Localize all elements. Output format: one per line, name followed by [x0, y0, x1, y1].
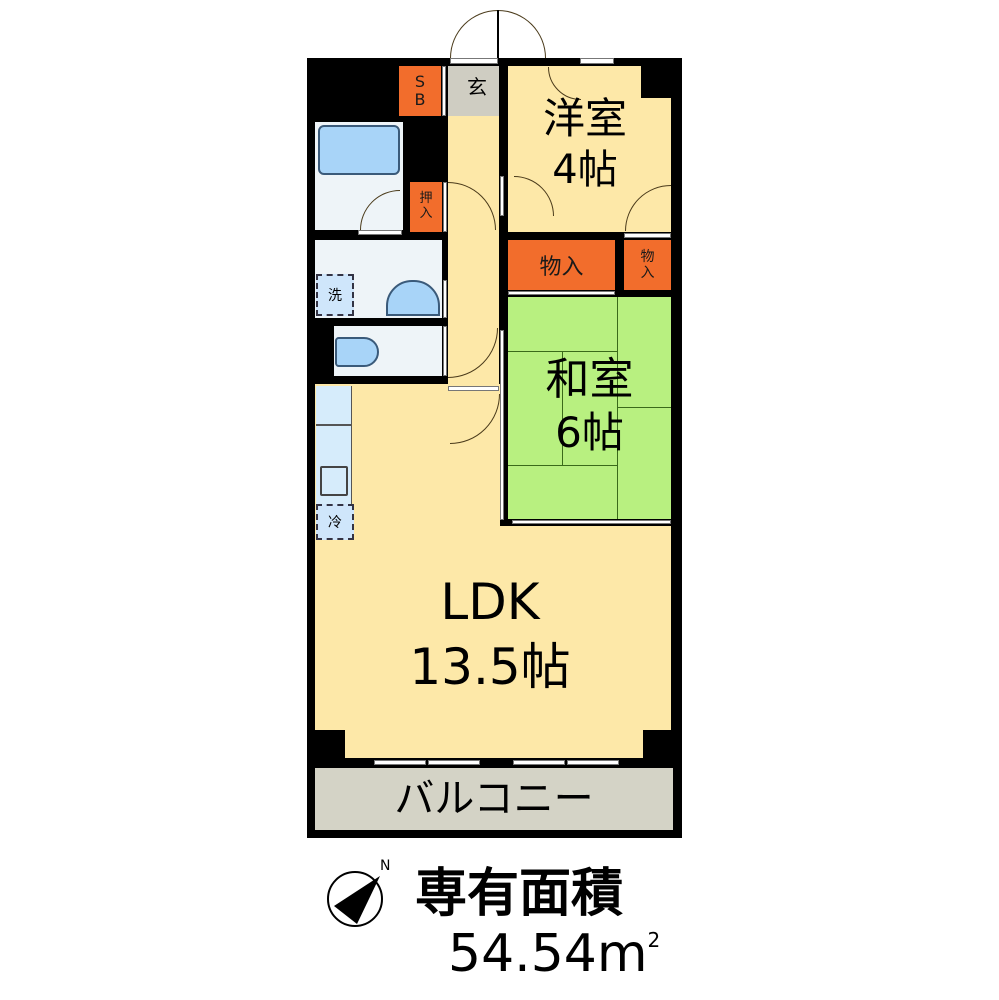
closet-large-label: 物入 — [539, 255, 584, 280]
toilet-bowl — [335, 337, 379, 367]
closet-small: 物 入 — [624, 240, 671, 290]
closet-large-door — [508, 291, 615, 295]
area-label: 専有面積 — [415, 864, 624, 924]
ldk-door-frame — [448, 386, 499, 391]
genkan — [448, 66, 499, 116]
oshiire-label: 押 入 — [419, 191, 433, 221]
closet-small-label: 物 入 — [640, 248, 655, 281]
japanese-room — [508, 297, 671, 519]
western-room-window — [580, 58, 614, 64]
genkan-label: 玄 — [467, 75, 487, 99]
balcony-window-4 — [567, 760, 619, 765]
area-unit: m — [596, 924, 648, 984]
entrance-door-leaf — [497, 10, 499, 60]
balcony-window-1 — [374, 760, 426, 765]
washer-label: 洗 — [328, 288, 342, 304]
ldk-size: 13.5帖 — [409, 638, 571, 696]
balcony-label: バルコニー — [394, 776, 594, 822]
tatami-line-v1 — [617, 297, 618, 519]
bathtub — [318, 125, 400, 175]
japanese-room-sliding-door — [500, 330, 504, 520]
balcony: バルコニー — [315, 768, 673, 830]
ldk-name: LDK — [440, 573, 540, 631]
japanese-room-size: 6帖 — [555, 408, 624, 457]
western-room-door — [500, 176, 504, 216]
western-room-name: 洋室 — [542, 94, 627, 143]
tatami-line-h2 — [617, 407, 671, 408]
area-value-wrap: 54.54m2 — [448, 924, 660, 984]
tatami-line-v2 — [562, 351, 563, 465]
bath-door — [358, 230, 402, 235]
kitchen-counter-divider — [316, 424, 352, 426]
closet-large: 物入 — [508, 240, 615, 290]
tatami-line-h3 — [508, 465, 617, 466]
western-room-pillar — [641, 58, 682, 98]
wash-basin — [386, 280, 440, 316]
japanese-room-bottom-door — [512, 520, 671, 524]
balcony-window-3 — [513, 760, 565, 765]
ldk-main — [315, 526, 671, 758]
entrance-door-threshold — [450, 58, 498, 64]
shoe-box-label: S B — [414, 72, 426, 109]
japanese-room-name: 和室 — [545, 354, 634, 405]
fridge-label: 冷 — [328, 515, 342, 531]
compass-icon — [322, 862, 392, 932]
toilet-door — [443, 326, 447, 376]
western-room-size: 4帖 — [552, 147, 618, 193]
washer-space: 洗 — [316, 274, 354, 316]
ldk-pillar-right — [643, 730, 682, 762]
ldk-pillar-left — [307, 730, 345, 762]
washroom-door — [443, 280, 447, 318]
fridge-space: 冷 — [316, 504, 354, 540]
shoe-box: S B — [399, 66, 441, 116]
shoe-box-door — [442, 66, 446, 116]
area-value: 54.54 — [448, 924, 597, 984]
area-unit-sup: 2 — [647, 928, 661, 952]
compass-north-label: N — [380, 858, 391, 874]
balcony-window-2 — [428, 760, 480, 765]
oshiire-closet: 押 入 — [410, 182, 442, 232]
oshiire-door — [443, 182, 447, 232]
kitchen-sink — [320, 466, 348, 496]
closet-small-door — [624, 233, 671, 238]
